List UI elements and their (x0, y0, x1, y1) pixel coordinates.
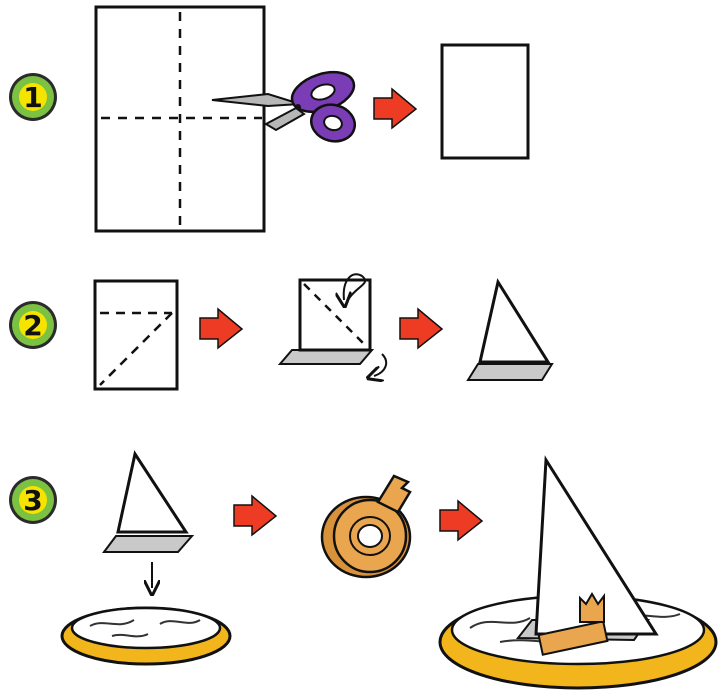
fold-under-arrow (374, 353, 388, 376)
step-3-badge: 3 (9, 476, 57, 524)
step-2-badge: 2 (9, 301, 57, 349)
step-3-number: 3 (23, 484, 42, 517)
step-2-number: 2 (23, 309, 42, 342)
scissors-icon (211, 70, 357, 143)
step-2-sheet-with-fold-lines (93, 279, 179, 391)
paper-sail-icon (102, 450, 195, 553)
arrow-right-icon (199, 307, 244, 350)
fold-down-arrow (344, 273, 367, 300)
boat-icon (438, 455, 718, 690)
step-1-paper-sheet (94, 5, 266, 233)
step-2-folding-sheet (277, 273, 388, 376)
arrow-right-icon (233, 494, 278, 537)
step-1-number: 1 (23, 81, 42, 114)
tape-roll-icon (320, 474, 412, 579)
step-1-result-quarter-sheet (440, 43, 530, 160)
tape-piece (537, 620, 609, 656)
arrow-right-icon (373, 87, 418, 130)
paper-sail-icon (466, 278, 554, 381)
step-1-badge: 1 (9, 73, 57, 121)
arrow-right-icon (399, 307, 444, 350)
jar-lid-icon (60, 606, 232, 666)
arrow-right-icon (439, 499, 484, 542)
tape-strip (376, 474, 412, 514)
tape-piece (579, 592, 605, 623)
